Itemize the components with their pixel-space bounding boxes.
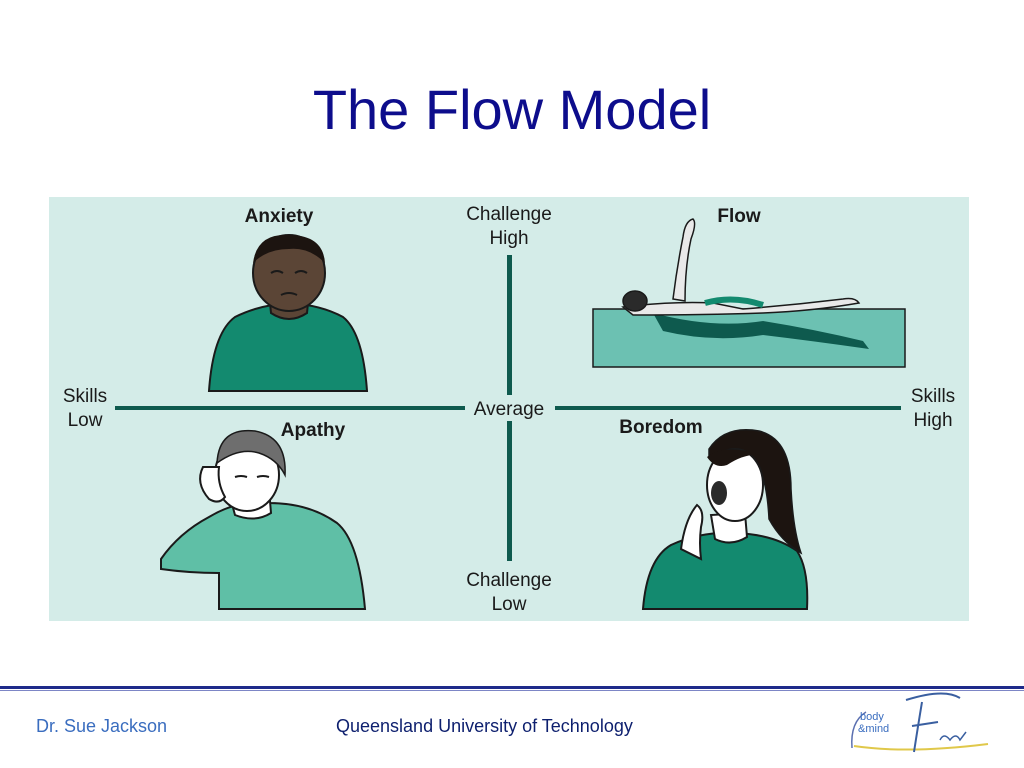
logo-word-mind: &mind <box>858 723 889 735</box>
skills-axis-right <box>555 406 901 410</box>
skills-high-line2: High <box>913 410 953 431</box>
anxiety-label: Anxiety <box>244 206 314 227</box>
challenge-high-line2: High <box>489 228 529 249</box>
logo-word-flow: Flow <box>917 715 1002 755</box>
skills-low-line2: Low <box>67 410 103 431</box>
challenge-high-label: Challenge High <box>447 203 571 251</box>
body-and-mind-flow-logo: body &mind Flow <box>848 692 998 764</box>
challenge-low-line2: Low <box>491 594 527 615</box>
skills-high-label: Skills High <box>899 385 967 433</box>
footer-divider-thin <box>0 690 1024 691</box>
challenge-low-line1: Challenge <box>466 570 552 591</box>
logo-graphic: body &mind Flow <box>851 692 989 753</box>
anxiety-figure-illustration <box>207 234 369 392</box>
skills-low-label: Skills Low <box>51 385 119 433</box>
footer-divider <box>0 686 1024 689</box>
skills-axis-left <box>115 406 465 410</box>
slide-title: The Flow Model <box>312 78 712 141</box>
apathy-figure-illustration <box>160 429 367 610</box>
logo-word-body: body <box>860 711 884 723</box>
apathy-label: Apathy <box>280 420 346 441</box>
challenge-axis-upper <box>507 255 512 395</box>
footer-institution: Queensland University of Technology <box>336 716 633 736</box>
average-label: Average <box>473 399 545 420</box>
challenge-high-line1: Challenge <box>466 204 552 225</box>
challenge-low-label: Challenge Low <box>447 569 571 617</box>
flow-swimmer-illustration <box>592 218 906 368</box>
skills-low-line1: Skills <box>62 386 108 407</box>
flow-label: Flow <box>717 206 761 227</box>
boredom-figure-illustration <box>641 429 809 610</box>
boredom-label: Boredom <box>619 417 703 438</box>
flow-model-diagram: Challenge High Challenge Low Skills Low … <box>49 197 969 621</box>
challenge-axis-lower <box>507 421 512 561</box>
footer-author: Dr. Sue Jackson <box>36 716 168 736</box>
skills-high-line1: Skills <box>910 386 956 407</box>
